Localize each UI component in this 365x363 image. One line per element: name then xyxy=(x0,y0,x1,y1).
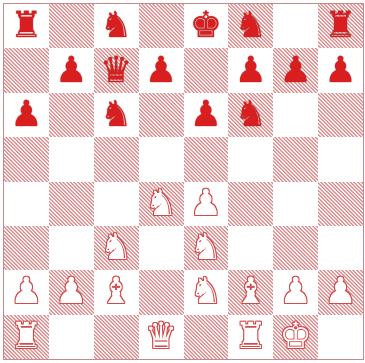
black-knight-icon[interactable]: ♞ xyxy=(228,4,273,48)
square-a6[interactable]: ♟ xyxy=(4,93,49,137)
square-e4[interactable]: ♟ xyxy=(184,182,229,226)
square-f6[interactable]: ♞ xyxy=(228,93,273,137)
square-a1[interactable]: ♜ xyxy=(4,315,49,359)
square-f8[interactable]: ♞ xyxy=(228,4,273,48)
square-d4[interactable]: ♞ xyxy=(139,182,184,226)
square-c7[interactable]: ♛ xyxy=(94,48,139,92)
square-e6[interactable]: ♟ xyxy=(184,93,229,137)
square-e1[interactable] xyxy=(184,315,229,359)
square-b3[interactable] xyxy=(49,226,94,270)
square-a3[interactable] xyxy=(4,226,49,270)
square-g8[interactable] xyxy=(273,4,318,48)
square-g2[interactable]: ♟ xyxy=(273,270,318,314)
square-f2[interactable]: ♝ xyxy=(228,270,273,314)
white-knight-icon[interactable]: ♞ xyxy=(184,270,229,314)
square-d7[interactable]: ♟ xyxy=(139,48,184,92)
square-h6[interactable] xyxy=(318,93,363,137)
square-d3[interactable] xyxy=(139,226,184,270)
square-a8[interactable]: ♜ xyxy=(4,4,49,48)
white-king-icon[interactable]: ♚ xyxy=(273,315,318,359)
square-a5[interactable] xyxy=(4,137,49,181)
white-pawn-icon[interactable]: ♟ xyxy=(49,270,94,314)
square-c5[interactable] xyxy=(94,137,139,181)
white-knight-icon[interactable]: ♞ xyxy=(94,226,139,270)
square-e7[interactable] xyxy=(184,48,229,92)
white-pawn-icon[interactable]: ♟ xyxy=(318,270,363,314)
black-knight-icon[interactable]: ♞ xyxy=(94,4,139,48)
square-h1[interactable] xyxy=(318,315,363,359)
square-g7[interactable]: ♟ xyxy=(273,48,318,92)
square-h4[interactable] xyxy=(318,182,363,226)
black-queen-icon[interactable]: ♛ xyxy=(94,48,139,92)
square-h8[interactable]: ♜ xyxy=(318,4,363,48)
white-rook-icon[interactable]: ♜ xyxy=(228,315,273,359)
square-c4[interactable] xyxy=(94,182,139,226)
square-a7[interactable] xyxy=(4,48,49,92)
square-e8[interactable]: ♚ xyxy=(184,4,229,48)
square-h2[interactable]: ♟ xyxy=(318,270,363,314)
square-h5[interactable] xyxy=(318,137,363,181)
square-f1[interactable]: ♜ xyxy=(228,315,273,359)
square-h3[interactable] xyxy=(318,226,363,270)
square-g5[interactable] xyxy=(273,137,318,181)
black-rook-icon[interactable]: ♜ xyxy=(4,4,49,48)
square-b1[interactable] xyxy=(49,315,94,359)
square-g3[interactable] xyxy=(273,226,318,270)
square-a2[interactable]: ♟ xyxy=(4,270,49,314)
square-f7[interactable]: ♟ xyxy=(228,48,273,92)
square-c1[interactable] xyxy=(94,315,139,359)
square-c6[interactable]: ♞ xyxy=(94,93,139,137)
square-f3[interactable] xyxy=(228,226,273,270)
square-d2[interactable] xyxy=(139,270,184,314)
black-rook-icon[interactable]: ♜ xyxy=(318,4,363,48)
square-f5[interactable] xyxy=(228,137,273,181)
square-d1[interactable]: ♛ xyxy=(139,315,184,359)
white-knight-icon[interactable]: ♞ xyxy=(139,182,184,226)
square-b2[interactable]: ♟ xyxy=(49,270,94,314)
black-pawn-icon[interactable]: ♟ xyxy=(184,93,229,137)
black-pawn-icon[interactable]: ♟ xyxy=(4,93,49,137)
white-pawn-icon[interactable]: ♟ xyxy=(273,270,318,314)
white-knight-icon[interactable]: ♞ xyxy=(184,226,229,270)
square-e2[interactable]: ♞ xyxy=(184,270,229,314)
white-bishop-icon[interactable]: ♝ xyxy=(94,270,139,314)
chess-board: ♜♞♚♞♜♟♛♟♟♟♟♟♞♟♞♞♟♞♞♟♟♝♞♝♟♟♜♛♜♚ xyxy=(3,3,364,360)
square-d6[interactable] xyxy=(139,93,184,137)
square-c2[interactable]: ♝ xyxy=(94,270,139,314)
square-b8[interactable] xyxy=(49,4,94,48)
black-pawn-icon[interactable]: ♟ xyxy=(273,48,318,92)
square-d8[interactable] xyxy=(139,4,184,48)
square-b7[interactable]: ♟ xyxy=(49,48,94,92)
white-pawn-icon[interactable]: ♟ xyxy=(184,182,229,226)
white-rook-icon[interactable]: ♜ xyxy=(4,315,49,359)
square-g6[interactable] xyxy=(273,93,318,137)
white-pawn-icon[interactable]: ♟ xyxy=(4,270,49,314)
square-g4[interactable] xyxy=(273,182,318,226)
square-b6[interactable] xyxy=(49,93,94,137)
black-knight-icon[interactable]: ♞ xyxy=(94,93,139,137)
black-pawn-icon[interactable]: ♟ xyxy=(139,48,184,92)
black-pawn-icon[interactable]: ♟ xyxy=(318,48,363,92)
square-e5[interactable] xyxy=(184,137,229,181)
square-f4[interactable] xyxy=(228,182,273,226)
square-e3[interactable]: ♞ xyxy=(184,226,229,270)
black-pawn-icon[interactable]: ♟ xyxy=(49,48,94,92)
square-c8[interactable]: ♞ xyxy=(94,4,139,48)
white-queen-icon[interactable]: ♛ xyxy=(139,315,184,359)
black-pawn-icon[interactable]: ♟ xyxy=(228,48,273,92)
white-bishop-icon[interactable]: ♝ xyxy=(228,270,273,314)
square-c3[interactable]: ♞ xyxy=(94,226,139,270)
square-b5[interactable] xyxy=(49,137,94,181)
black-king-icon[interactable]: ♚ xyxy=(184,4,229,48)
square-a4[interactable] xyxy=(4,182,49,226)
square-g1[interactable]: ♚ xyxy=(273,315,318,359)
black-knight-icon[interactable]: ♞ xyxy=(228,93,273,137)
square-h7[interactable]: ♟ xyxy=(318,48,363,92)
square-b4[interactable] xyxy=(49,182,94,226)
square-d5[interactable] xyxy=(139,137,184,181)
